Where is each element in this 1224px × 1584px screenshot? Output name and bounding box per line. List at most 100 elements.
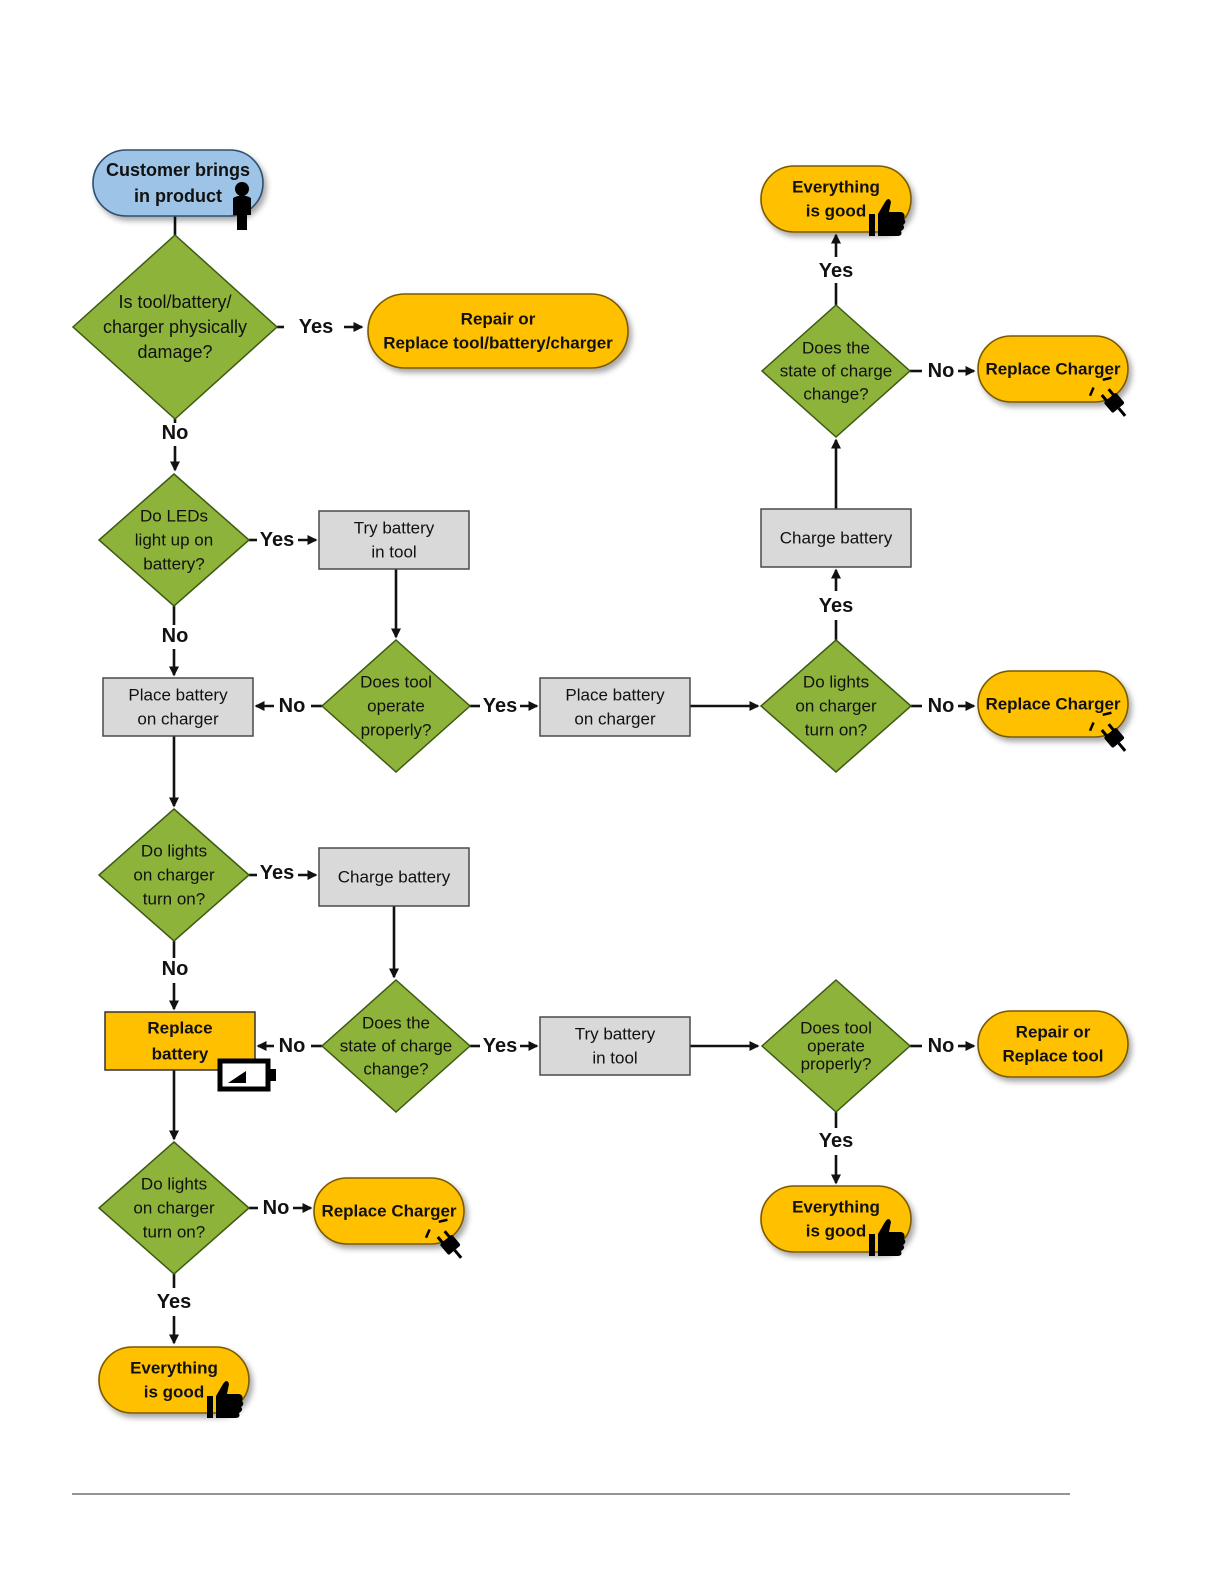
t_repair_replace_tool-label-line: Repair or <box>1016 1023 1091 1042</box>
t-repair-replace: Repair or Replace tool/battery/charger <box>367 293 629 369</box>
t_good_mid-label-line: Everything <box>792 1198 880 1217</box>
thumbs-up-icon <box>207 1381 244 1418</box>
q_lights_left-label-line: turn on? <box>143 890 205 909</box>
q_tool_operate_2-label-line: properly? <box>801 1055 872 1074</box>
q_tool_operate_2-label-line: operate <box>807 1037 865 1056</box>
decision-diamond <box>320 638 472 774</box>
process-box <box>318 510 470 570</box>
broken-plug-icon <box>1088 711 1127 752</box>
process-box <box>102 677 254 737</box>
t_repair_replace_tool-label-line: Replace tool <box>1002 1047 1103 1066</box>
p-try-battery-1: Try battery in tool <box>318 510 470 570</box>
q_lights_left-label-line: on charger <box>133 866 215 885</box>
decision-diamond <box>97 1141 251 1275</box>
edge-label-yes: Yes <box>260 529 294 551</box>
process-box <box>760 508 912 568</box>
p_try_battery_1-label-line: Try battery <box>354 519 435 538</box>
decision-diamond <box>97 473 251 607</box>
edge-label-no: No <box>162 422 189 444</box>
p_place_charger_left-label-line: Place battery <box>128 686 228 705</box>
t_good_top-label-line: is good <box>806 202 866 221</box>
decision-diamond <box>97 808 251 942</box>
q_lights_right-label-line: Do lights <box>803 673 869 692</box>
edge-label-no: No <box>263 1197 290 1219</box>
process-box <box>318 847 470 907</box>
icons <box>207 182 1127 1418</box>
t_repair_replace-label-line: Repair or <box>461 310 536 329</box>
q_leds-label-line: Do LEDs <box>140 507 208 526</box>
t-replace-charger-top: Replace Charger <box>977 335 1129 403</box>
t_good_mid-label-line: is good <box>806 1222 866 1241</box>
q_damage-label-line: charger physically <box>103 317 247 337</box>
low-battery-icon <box>217 1058 276 1092</box>
q_soc_right-label-line: state of charge <box>780 362 892 381</box>
p_place_charger_mid-label-line: Place battery <box>565 686 665 705</box>
q_lights_right-label-line: turn on? <box>805 721 867 740</box>
q_leds-label-line: battery? <box>143 555 204 574</box>
edge-label-no: No <box>279 1035 306 1057</box>
q_soc_right-label-line: change? <box>803 385 868 404</box>
decision-diamond <box>759 639 913 773</box>
q_tool_operate_1-label-line: Does tool <box>360 673 432 692</box>
edge-label-yes: Yes <box>483 695 517 717</box>
t_replace_charger_mid-label-line: Replace Charger <box>985 695 1120 714</box>
p_place_charger_mid-label-line: on charger <box>574 710 656 729</box>
q-lights-left: Do lights on charger turn on? <box>97 808 251 942</box>
edge-label-no: No <box>928 360 955 382</box>
t-replace-charger-mid: Replace Charger <box>977 670 1129 738</box>
q_soc_left-label-line: Does the <box>362 1014 430 1033</box>
edge-label-no: No <box>279 695 306 717</box>
q-damage: Is tool/battery/charger physicallydamage… <box>71 233 279 421</box>
t_replace_charger_top-label-line: Replace Charger <box>985 360 1120 379</box>
edge-label-no: No <box>162 958 189 980</box>
q_soc_left-label-line: change? <box>363 1060 428 1079</box>
thumbs-up-icon <box>869 199 906 236</box>
q_leds-label-line: light up on <box>135 531 213 550</box>
edge-label-yes: Yes <box>260 862 294 884</box>
q_lights_left-label-line: Do lights <box>141 842 207 861</box>
process-box <box>539 1016 691 1076</box>
p_charge_battery_right-label-line: Charge battery <box>780 529 893 548</box>
p_try_battery_2-label-line: in tool <box>592 1049 637 1068</box>
edge-label-no: No <box>928 695 955 717</box>
broken-plug-icon <box>1088 376 1127 417</box>
edge-label-yes: Yes <box>157 1291 191 1313</box>
decision-diamond <box>320 978 472 1114</box>
q_soc_left-label-line: state of charge <box>340 1037 452 1056</box>
person-icon <box>233 182 251 230</box>
q_lights_bottom-label-line: on charger <box>133 1199 215 1218</box>
edge-label-yes: Yes <box>819 1130 853 1152</box>
p_charge_battery_left-label-line: Charge battery <box>338 868 451 887</box>
edge-label-yes: Yes <box>819 595 853 617</box>
q_soc_right-label-line: Does the <box>802 339 870 358</box>
start-label-line: Customer brings <box>106 160 250 180</box>
decision-diamond <box>760 303 912 439</box>
q-lights-right: Do lights on charger turn on? <box>759 639 913 773</box>
q_lights_right-label-line: on charger <box>795 697 877 716</box>
q_tool_operate_1-label-line: operate <box>367 697 425 716</box>
p-charge-battery-right: Charge battery <box>760 508 912 568</box>
t_good_bottom-label-line: Everything <box>130 1359 218 1378</box>
t_repair_replace-label-line: Replace tool/battery/charger <box>383 334 613 353</box>
p_try_battery_1-label-line: in tool <box>371 543 416 562</box>
p_try_battery_2-label-line: Try battery <box>575 1025 656 1044</box>
terminal-pill <box>367 293 629 369</box>
t-replace-charger-bottom: Replace Charger <box>313 1177 465 1245</box>
process-box <box>539 677 691 737</box>
t_good_top-label-line: Everything <box>792 178 880 197</box>
terminal-pill <box>977 335 1129 403</box>
terminal-pill <box>977 670 1129 738</box>
q-soc-right: Does the state of charge change? <box>760 303 912 439</box>
q-soc-left: Does the state of charge change? <box>320 978 472 1114</box>
q_lights_bottom-label-line: Do lights <box>141 1175 207 1194</box>
q_tool_operate_2-label-line: Does tool <box>800 1019 872 1038</box>
